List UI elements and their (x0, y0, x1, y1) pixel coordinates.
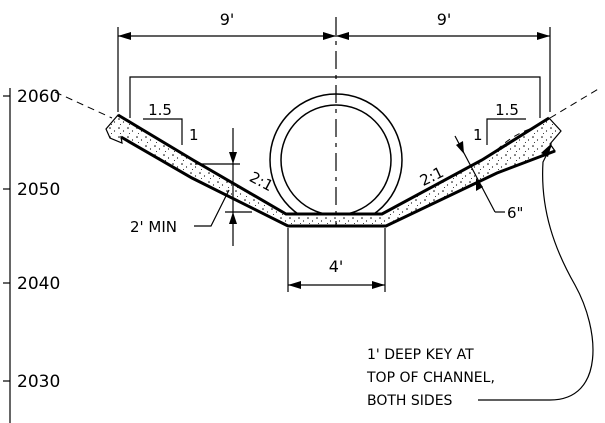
right-slope-run-label: 1.5 (495, 101, 519, 119)
arrowhead (336, 32, 349, 40)
right-top-width-label: 9' (437, 10, 452, 29)
arrowhead (541, 143, 552, 157)
elevation-label-2060: 2060 (17, 87, 60, 107)
arrowhead (323, 32, 336, 40)
min-depth-leader (194, 189, 230, 227)
key-note-line-1: 1' DEEP KEY AT (367, 347, 474, 363)
key-note-line-3: BOTH SIDES (367, 393, 453, 409)
left-slope-rise-label: 1 (189, 126, 199, 144)
arrowhead (476, 178, 483, 191)
elevation-label-2030: 2030 (17, 372, 60, 392)
arrowhead (537, 32, 550, 40)
arrowhead (456, 141, 464, 154)
elevation-label-2050: 2050 (17, 180, 60, 200)
right-slope-rise-label: 1 (473, 126, 483, 144)
channel-subgrade-line (120, 135, 556, 228)
existing-ground-right-dashed-line (549, 87, 601, 119)
left-top-width-label: 9' (220, 10, 235, 29)
arrowhead (118, 32, 131, 40)
arrowhead (372, 281, 385, 289)
lining-thickness-label: 6" (507, 204, 523, 222)
bottom-width-label: 4' (329, 257, 344, 276)
concrete-channel-lining (105, 114, 562, 227)
key-note-line-2: TOP OF CHANNEL, (366, 370, 495, 386)
key-callout-leader (478, 145, 594, 401)
left-slope-run-label: 1.5 (148, 101, 172, 119)
existing-ground-left-dashed-line (54, 91, 113, 119)
min-depth-label: 2' MIN (130, 218, 177, 236)
left-slope-ratio-triangle (143, 118, 183, 145)
elevation-label-2040: 2040 (17, 274, 60, 294)
arrowhead (229, 212, 237, 224)
channel-finished-surface-line (117, 113, 550, 216)
outline-frame (129, 76, 541, 118)
arrowhead (229, 152, 237, 164)
right-slope-ratio-triangle (486, 118, 526, 145)
arrowhead (288, 281, 301, 289)
